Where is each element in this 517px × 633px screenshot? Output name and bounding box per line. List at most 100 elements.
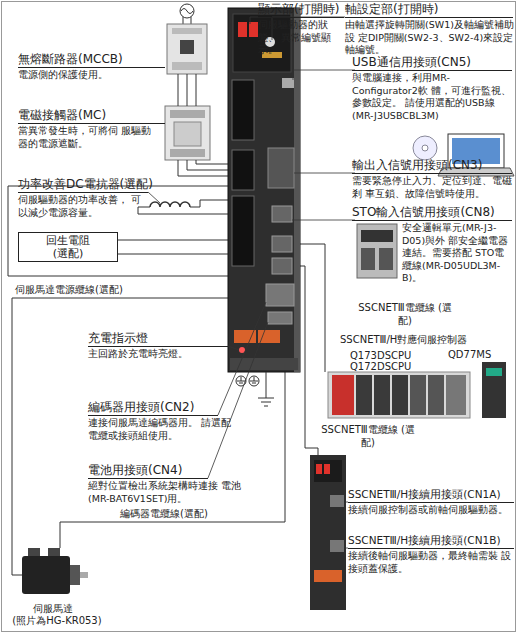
model-number: Q173DSCPU [350,350,440,362]
callout-heading: 輸出入信號用接頭(CN3) [352,158,512,174]
servo-motor [22,556,70,594]
callout-heading: 軸設定部(打開時) [345,2,513,18]
usb-cable-cd [413,136,437,160]
leader-line [148,192,160,203]
callout-body: 當異常發生時，可將伺 服驅動器的電源遮斷。 [18,125,158,150]
callout-body: 主回路於充電時亮燈。 [88,348,228,361]
ground-symbol [236,372,274,406]
servo-amplifier [234,330,256,343]
servo-controller [428,375,444,415]
servo-amplifier [239,347,245,353]
ac-source [180,4,194,18]
callout-body: 電源側的保護使用。 [18,69,158,82]
mccb-breaker [167,24,207,74]
ground-symbol [258,372,274,406]
magnetic-contactor [165,106,210,160]
servo-motor [48,548,60,556]
leader-line [228,346,239,350]
servo-controller [446,375,466,415]
model-number: Q172DSCPU [350,361,440,373]
servo-amplifier [294,8,300,372]
servo-amplifier [230,358,298,370]
power-wire [178,160,228,176]
dc-reactor-coil [150,202,190,207]
ground-symbol [237,377,245,383]
qd77ms-module [486,368,502,376]
power-wire [138,207,228,214]
callout-heading: STO輸入信號用接頭(CN8) [352,205,512,221]
callout-heading: 功率改善DC電抗器(選配) [18,177,148,193]
callout-body: 接續伺服控制器或前軸伺服驅動器。 [348,504,514,517]
second-servo-amplifier [310,455,346,610]
callout-heading: 充電指示燈 [88,331,228,347]
usb-cable-cd [422,145,428,151]
callout-heading: USB通信用接頭(CN5) [352,55,512,71]
power-wire [8,186,228,276]
second-servo-amplifier [310,455,346,610]
callout-heading: 無熔斷路器(MCCB) [18,52,165,68]
servo-controller [328,372,470,418]
controller-label: SSCNETⅢ/H對應伺服控制器 [340,334,510,346]
magnetic-contactor [174,122,201,146]
mccb-breaker [172,62,202,70]
servo-motor [70,565,80,585]
callout-body: 與電腦連接，利用MR-Configurator2軟 體，可進行監視、參數設定。 … [352,72,514,122]
callout-heading: SSCNETⅢ/H接續用接頭(CN1B) [348,533,514,549]
callout-body: 連接伺服馬達編碼器用。 請選配電纜或接頭組使用。 [88,417,238,442]
mccb-breaker [180,40,194,54]
leader-line [292,220,355,221]
safety-logic-unit [361,248,375,270]
servo-amplifier [268,312,292,324]
power-wire [178,74,196,106]
second-servo-amplifier [330,495,344,507]
servo-amplifier [232,80,254,140]
node-text: 回生電阻 (選配) [38,234,98,260]
ground-symbol [236,376,246,386]
servo-amplifier [228,8,300,372]
mccb-breaker [172,28,202,34]
power-wire [190,200,228,207]
leader-line [208,322,268,478]
leader-line [250,17,258,24]
ac-source [181,9,193,14]
servo-motor [80,572,88,578]
servo-motor [28,548,40,556]
part-name: 伺服馬達 [10,603,95,616]
part-name: (照片為HG-KR053) [2,615,112,628]
servo-controller [374,375,390,415]
leader-line [294,173,355,174]
dc-reactor-coil [150,202,190,207]
servo-controller [410,375,426,415]
cable-label: 編碼器電纜線(選配) [120,508,250,520]
resistor-box: 回生電阻 (選配) [18,232,118,262]
ground-symbol [249,376,259,386]
power-wire [60,372,285,548]
ac-source [180,4,194,24]
callout-body: 伺服驅動器的功率改善， 可以減少電源容量。 [18,194,148,219]
qd77ms-module [482,362,506,418]
callout-body: 絕對位置檢出系統架構時連接 電池(MR-BAT6V1SET)用。 [88,480,248,505]
servo-amplifier [282,78,294,88]
servo-amplifier [266,284,294,306]
second-servo-amplifier [330,540,344,552]
second-servo-amplifier [324,464,330,474]
model-number: QD77MS [448,349,508,361]
magnetic-contactor [165,106,210,160]
callout-heading: 顯示部(打開時) [258,2,344,18]
safety-logic-unit [379,248,393,270]
callout-body: 由軸選擇旋轉開關(SW1)及軸編號補助設 定DIP開關(SW2-3、SW2-4)… [345,19,515,57]
mccb-breaker [167,24,207,74]
qd77ms-module [482,362,506,418]
ground-symbol [250,377,258,383]
servo-controller [392,375,408,415]
servo-amplifier [258,330,280,343]
safety-logic-unit [357,224,397,278]
servo-amplifier [232,150,254,190]
safety-logic-unit [361,230,393,242]
callout-heading: 編碼器用接頭(CN2) [88,400,218,416]
callout-heading: SSCNETⅢ/H接續用接頭(CN1A) [348,487,514,503]
second-servo-amplifier [316,464,322,474]
servo-controller [332,375,354,415]
